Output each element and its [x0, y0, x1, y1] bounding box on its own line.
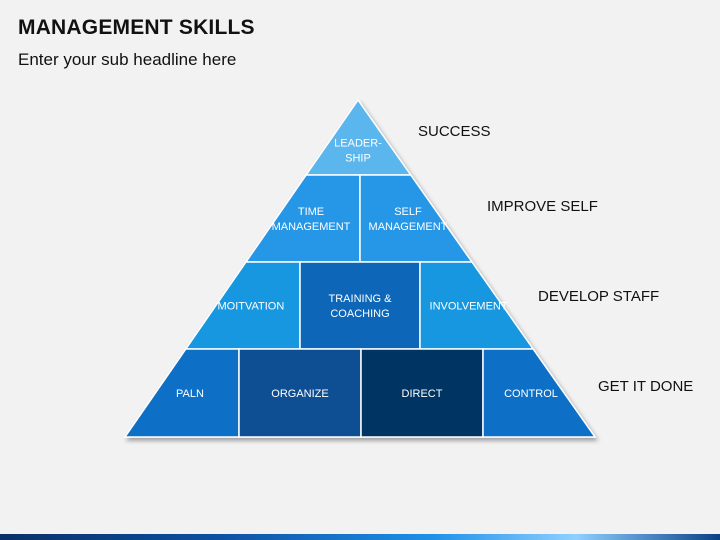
- footer-accent-bar: [0, 534, 720, 540]
- level-label-get-it-done: GET IT DONE: [598, 378, 694, 395]
- pyramid-cell-label-direct: DIRECT: [402, 388, 443, 400]
- level-label-improve-self: IMPROVE SELF: [487, 198, 598, 215]
- level-label-success: SUCCESS: [418, 123, 491, 140]
- pyramid-cell-label-organize: ORGANIZE: [271, 388, 328, 400]
- pyramid-cell-label-training-coaching: TRAINING &COACHING: [329, 293, 393, 320]
- pyramid-cell-label-plan: PALN: [176, 388, 204, 400]
- pyramid-cell-time-management: [244, 174, 361, 263]
- page-subtitle: Enter your sub headline here: [18, 50, 237, 69]
- level-label-develop-staff: DEVELOP STAFF: [538, 288, 660, 305]
- pyramid-cell-label-leadership: LEADER-SHIP: [334, 138, 382, 165]
- pyramid-cell-control: [482, 348, 597, 438]
- pyramid-cell-training-coaching: [299, 261, 421, 350]
- page-title: MANAGEMENT SKILLS: [18, 16, 255, 39]
- pyramid-cell-self-management: [359, 174, 474, 263]
- pyramid-cell-label-involvement: INVOLVEMENT: [430, 301, 508, 313]
- pyramid-cell-label-motivation: MOITVATION: [218, 301, 285, 313]
- pyramid-cell-label-control: CONTROL: [504, 388, 558, 400]
